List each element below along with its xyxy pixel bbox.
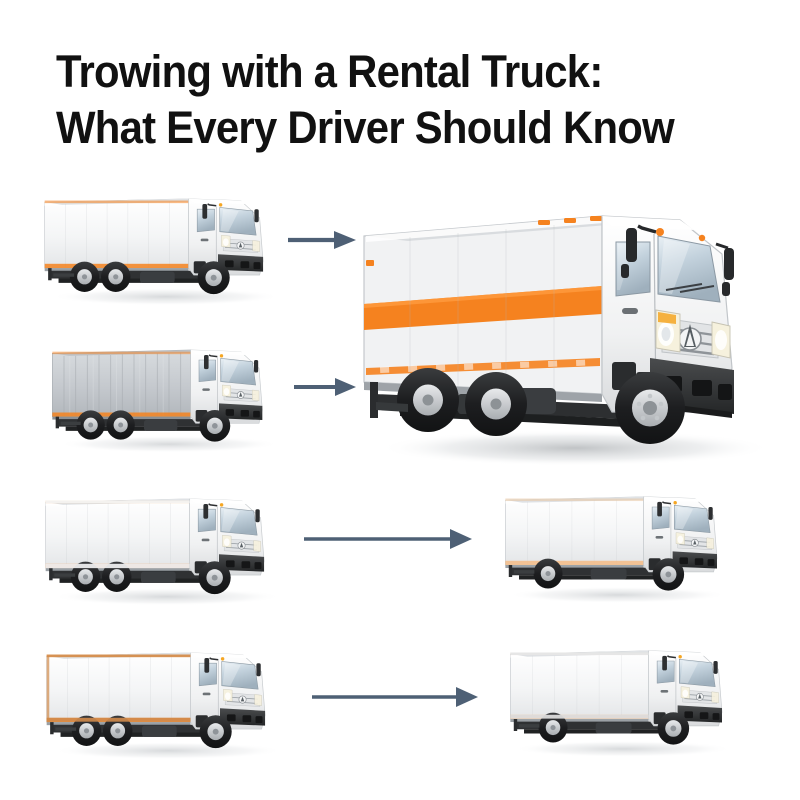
row-2-left-truck <box>44 330 294 455</box>
row-1-flow-arrow <box>286 224 358 256</box>
row-3-right-truck <box>478 478 758 606</box>
hero-truck <box>350 176 780 476</box>
page-title-line-2: What Every Driver Should Know <box>56 102 675 153</box>
row-2-flow-arrow <box>292 372 358 402</box>
row-3-flow-arrow <box>302 524 474 554</box>
row-4-right-truck <box>484 632 762 760</box>
row-4-flow-arrow <box>310 682 480 712</box>
page-title-line-1: Trowing with a Rental Truck: <box>56 46 603 97</box>
page-title: Trowing with a Rental Truck: What Every … <box>56 44 756 156</box>
row-3-left-truck <box>36 478 298 608</box>
row-1-left-truck <box>36 178 296 308</box>
row-4-left-truck <box>38 632 298 762</box>
